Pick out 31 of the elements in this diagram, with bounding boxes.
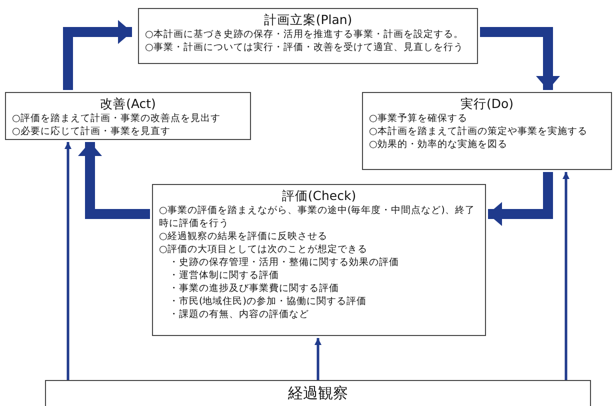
box-heading: 実行(Do) [459, 96, 515, 112]
process-box [362, 92, 612, 170]
arrow [314, 338, 322, 380]
box-heading: 改善(Act) [99, 96, 157, 112]
arrow [480, 27, 560, 90]
bullet-text: ・運営体制に関する評価 [168, 269, 280, 282]
process-box [5, 92, 251, 140]
bullet-text: ・課題の有無、内容の評価など [168, 308, 310, 321]
bullet-text: ○本計画に基づき史跡の保存・活用を推進する事業・計画を設定する。 [145, 28, 464, 41]
bullet-text: ○評価の大項目としては次のことが想定できる [159, 243, 368, 256]
bullet-text: ・史跡の保存管理・活用・整備に関する効果の評価 [168, 256, 400, 269]
box-heading: 経過観察 [287, 385, 349, 401]
process-box [152, 184, 486, 336]
box-heading: 評価(Check) [280, 188, 358, 204]
process-box [138, 8, 478, 64]
bullet-text: ○事業予算を確保する [369, 112, 468, 125]
bullet-text: ・市民(地域住民)の参加・協働に関する評価 [168, 295, 368, 308]
bullet-text: ○必要に応じて計画・事業を見直す [12, 125, 172, 138]
arrow [488, 172, 553, 226]
arrow [562, 172, 570, 380]
bullet-text: ・事業の進捗及び事業費に関する評価 [168, 282, 340, 295]
bullet-text: ○効果的・効率的な実施を図る [369, 138, 508, 151]
bullet-text: ○評価を踏まえて計画・事業の改善点を見出す [12, 112, 222, 125]
bullet-text: ○経過観察の結果を評価に反映させる [159, 230, 328, 243]
arrow [63, 20, 132, 90]
bullet-text: ○事業の評価を踏まえながら、事業の途中(毎年度・中間点など)、終了時に評価を行う [159, 204, 476, 230]
bullet-text: ○本計画を踏まえて計画の策定や事業を実施する [369, 125, 588, 138]
arrow [78, 142, 150, 219]
box-heading: 計画立案(Plan) [262, 12, 354, 28]
bullet-text: ○事業・計画については実行・評価・改善を受けて適宜、見直しを行う [145, 41, 464, 54]
arrow [64, 142, 72, 380]
